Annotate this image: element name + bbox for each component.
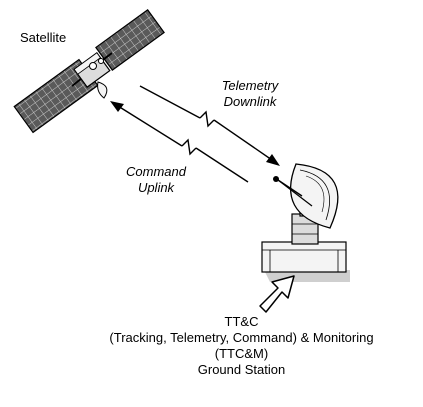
satellite-icon	[13, 9, 165, 134]
uplink-arrow	[110, 101, 249, 183]
downlink-arrow	[139, 85, 280, 166]
telemetry-downlink-label: Telemetry Downlink	[212, 78, 288, 110]
station-label-line1: TT&C	[224, 314, 259, 329]
satellite-dish-icon	[261, 163, 350, 282]
telemetry-label-line2: Downlink	[223, 94, 277, 109]
command-label-line2: Uplink	[137, 180, 175, 195]
station-label-line2: (Tracking, Telemetry, Command) & Monitor…	[109, 330, 374, 345]
station-label-line3: (TTC&M)	[214, 346, 269, 361]
command-uplink-label: Command Uplink	[118, 164, 194, 196]
telemetry-label-line1: Telemetry	[221, 78, 279, 93]
ground-station-label: TT&C (Tracking, Telemetry, Command) & Mo…	[60, 314, 423, 378]
block-arrow-icon	[259, 275, 295, 313]
satellite-label: Satellite	[20, 30, 67, 45]
station-label-line4: Ground Station	[197, 362, 286, 377]
command-label-line1: Command	[126, 164, 186, 179]
